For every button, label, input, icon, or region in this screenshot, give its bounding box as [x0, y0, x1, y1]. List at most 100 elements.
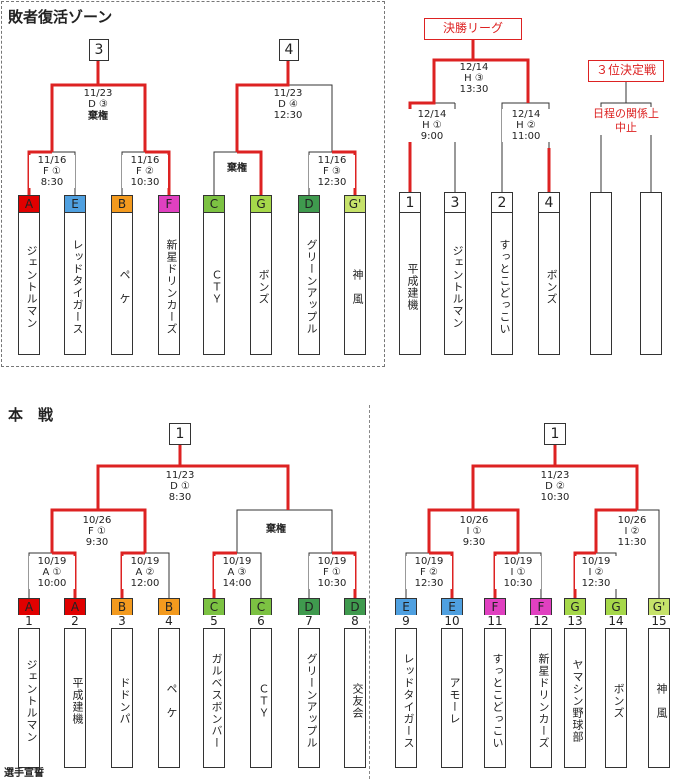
team-card: ジェントルマン: [18, 212, 40, 355]
team-tag: A: [18, 598, 40, 615]
consolation-seed-4: 4: [279, 39, 299, 61]
main-left-forfeit: 棄権: [250, 524, 302, 535]
main-left-final-label: 11/23 D ① 8:30: [154, 470, 206, 503]
team-card: ペ ケ: [158, 628, 180, 768]
opening-pledge-note: 選手宣誓: [4, 768, 44, 779]
league-seed: 2: [491, 192, 513, 212]
team-card: ガルベスボンバー: [203, 628, 225, 768]
team-number: 7: [305, 614, 313, 628]
team-card: 新星ドリンカーズ: [158, 212, 180, 355]
team-tag: D: [344, 598, 366, 615]
team-number: 8: [351, 614, 359, 628]
team-tag: A: [64, 598, 86, 615]
final-league-left-label: 12/14 H ① 9:00: [408, 109, 456, 142]
main-left-q-label: 10/19 A ② 12:00: [122, 556, 168, 589]
team-card: ドドンパ: [111, 628, 133, 768]
final-league-right-label: 12/14 H ② 11:00: [502, 109, 550, 142]
consolation-g3-final-label: 11/23 D ③: [72, 88, 124, 110]
team-tag: G: [250, 195, 272, 212]
team-card: ＣＴＹ: [203, 212, 225, 355]
team-tag: D: [298, 598, 320, 615]
team-card: アモーレ: [441, 628, 463, 768]
main-right-semi-left-label: 10/26 I ① 9:30: [448, 515, 500, 548]
main-right-seed: 1: [544, 423, 566, 445]
team-number: 2: [71, 614, 79, 628]
team-card: 新星ドリンカーズ: [530, 628, 552, 768]
team-tag: C: [203, 195, 225, 212]
team-tag: B: [111, 598, 133, 615]
main-right-q-label: 10/19 I ② 12:30: [575, 556, 617, 589]
consolation-seed-3: 3: [89, 39, 109, 61]
team-number: 11: [487, 614, 503, 628]
team-card: 平成建機: [399, 212, 421, 355]
team-card: ジェントルマン: [444, 212, 466, 355]
team-number: 6: [257, 614, 265, 628]
team-tag: G: [605, 598, 627, 615]
team-tag: G': [648, 598, 670, 615]
team-card: グリーンアップル: [298, 628, 320, 768]
team-tag: F: [158, 195, 180, 212]
main-right-q-label: 10/19 I ① 10:30: [495, 556, 541, 589]
league-seed: 4: [538, 192, 560, 212]
third-place-note: 日程の関係上 中止: [586, 107, 666, 135]
main-divider: [369, 405, 370, 779]
team-card: ボンズ: [605, 628, 627, 768]
team-tag: C: [203, 598, 225, 615]
team-card: 神 風: [344, 212, 366, 355]
team-number: 13: [567, 614, 583, 628]
consolation-g4-right-label: 11/16 F ③ 12:30: [309, 155, 355, 188]
team-tag: A: [18, 195, 40, 212]
final-league-title: 決勝リーグ: [424, 18, 522, 40]
team-card: レッドタイガース: [64, 212, 86, 355]
team-number: 1: [25, 614, 33, 628]
third-place-title: ３位決定戦: [588, 60, 664, 82]
team-tag: F: [484, 598, 506, 615]
team-number: 3: [118, 614, 126, 628]
team-number: 4: [165, 614, 173, 628]
consolation-title: 敗者復活ゾーン: [8, 8, 113, 26]
consolation-g4-final-label: 11/23 D ④ 12:30: [262, 88, 314, 121]
team-number: 15: [651, 614, 667, 628]
main-left-semi-label: 10/26 F ① 9:30: [71, 515, 123, 548]
team-card: すっとこどっこい: [484, 628, 506, 768]
team-tag: B: [158, 598, 180, 615]
consolation-g3-forfeit: 棄権: [72, 111, 124, 122]
team-card: ボンズ: [250, 212, 272, 355]
team-tag: E: [64, 195, 86, 212]
team-card: すっとこどっこい: [491, 212, 513, 355]
consolation-g3-right-label: 11/16 F ② 10:30: [122, 155, 168, 188]
team-card: ジェントルマン: [18, 628, 40, 768]
team-tag: G': [344, 195, 366, 212]
team-card: 神 風: [648, 628, 670, 768]
team-number: 12: [533, 614, 549, 628]
third-place-slot: [640, 192, 662, 355]
consolation-zone-frame: [1, 1, 385, 367]
team-tag: G: [564, 598, 586, 615]
team-number: 10: [444, 614, 460, 628]
league-seed: 1: [399, 192, 421, 212]
team-tag: C: [250, 598, 272, 615]
final-league-top-label: 12/14 H ③ 13:30: [448, 62, 500, 95]
consolation-g4-forfeit: 棄権: [215, 163, 259, 174]
main-left-q-label: 10/19 A ③ 14:00: [214, 556, 260, 589]
team-number: 14: [608, 614, 624, 628]
main-right-semi-right-label: 10/26 I ② 11:30: [606, 515, 658, 548]
team-tag: D: [298, 195, 320, 212]
main-left-seed: 1: [169, 423, 191, 445]
team-card: ボンズ: [538, 212, 560, 355]
team-number: 9: [402, 614, 410, 628]
team-card: 平成建機: [64, 628, 86, 768]
main-title: 本 戦: [8, 406, 54, 424]
team-card: ＣＴＹ: [250, 628, 272, 768]
team-card: レッドタイガース: [395, 628, 417, 768]
team-card: ヤマシン野球部: [564, 628, 586, 768]
consolation-g3-left-label: 11/16 F ① 8:30: [29, 155, 75, 188]
third-place-slot: [590, 192, 612, 355]
team-number: 5: [210, 614, 218, 628]
main-left-q-label: 10/19 F ① 10:30: [309, 556, 355, 589]
team-tag: F: [530, 598, 552, 615]
team-tag: B: [111, 195, 133, 212]
team-tag: E: [395, 598, 417, 615]
main-right-final-label: 11/23 D ② 10:30: [529, 470, 581, 503]
team-tag: E: [441, 598, 463, 615]
